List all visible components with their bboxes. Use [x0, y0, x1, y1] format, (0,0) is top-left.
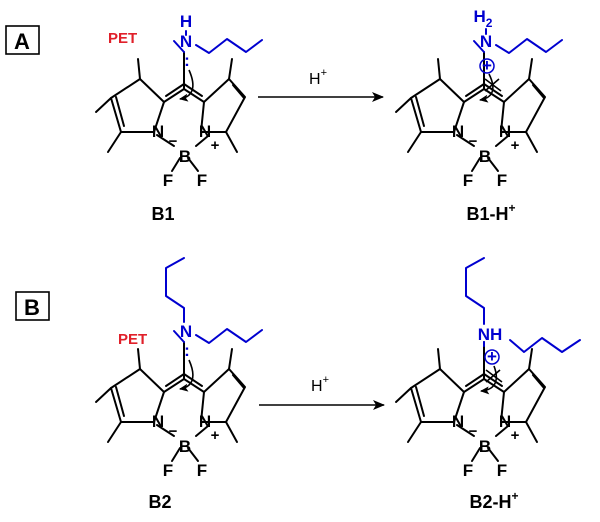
compound-label-b2: B2	[148, 492, 171, 512]
plus-charge: +	[511, 137, 520, 154]
bodipy-core	[395, 341, 546, 462]
atom-n-right: N	[499, 412, 511, 431]
atom-n-right: N	[499, 122, 511, 141]
bodipy-core	[395, 51, 546, 172]
compound-label-b2-h: B2-H+	[469, 489, 518, 512]
blocked-cross-icon	[484, 78, 502, 92]
lone-pair: :	[184, 51, 190, 70]
atom-n-right: N	[199, 122, 211, 141]
molecule-b2-h: N N B F F − + NH +	[395, 257, 581, 480]
ammonium-charge: +	[487, 347, 497, 366]
atom-fluorine-2: F	[197, 461, 207, 480]
bodipy-core	[95, 341, 246, 462]
atom-n-right: N	[199, 412, 211, 431]
compound-label-b1: B1	[151, 204, 174, 224]
atom-n-left: N	[452, 122, 464, 141]
positive-charge-circle	[484, 349, 500, 365]
molecule-b1: N N B F F − + N : H PET	[95, 12, 263, 190]
atom-fluorine-1: F	[163, 171, 173, 190]
atom-boron: B	[479, 147, 491, 166]
plus-charge: +	[211, 137, 220, 154]
molecule-b2: N N B F F − + N : PET	[95, 257, 263, 480]
atom-fluorine-2: F	[497, 461, 507, 480]
panel-a: A N N B F F − + N : H PET B1 H+	[5, 7, 563, 224]
atom-boron: B	[179, 437, 191, 456]
panel-b-label: B	[24, 295, 40, 320]
pet-arrow	[179, 69, 194, 102]
amine-h2: H2	[474, 7, 493, 30]
ammonium-nitrogen: N	[480, 32, 492, 51]
minus-charge: −	[169, 423, 178, 440]
atom-boron: B	[479, 437, 491, 456]
lone-pair: :	[184, 341, 190, 360]
positive-charge-circle	[479, 58, 495, 74]
amine-nitrogen: N	[180, 32, 192, 51]
reagent-b: H+	[311, 374, 329, 395]
atom-n-left: N	[452, 412, 464, 431]
atom-fluorine-2: F	[497, 171, 507, 190]
atom-n-left: N	[152, 412, 164, 431]
minus-charge: −	[169, 133, 178, 150]
panel-b-box	[15, 291, 50, 321]
amine-nitrogen: N	[180, 322, 192, 341]
pet-label: PET	[118, 331, 147, 348]
panel-a-box	[5, 25, 40, 55]
plus-charge: +	[511, 427, 520, 444]
ammonium-nh: NH	[478, 325, 503, 344]
reagent-a: H+	[309, 67, 327, 88]
blocked-pet-arrow	[480, 365, 498, 395]
blocked-pet-arrow	[479, 73, 494, 103]
minus-charge: −	[469, 423, 478, 440]
pet-arrow	[179, 359, 194, 392]
blocked-cross-icon	[485, 369, 503, 383]
ammonium-charge: +	[482, 56, 492, 75]
plus-charge: +	[211, 427, 220, 444]
atom-boron: B	[179, 147, 191, 166]
amine-hydrogen: H	[180, 12, 192, 31]
panel-b: B N N B F F − + N : PET B2 H+ N	[15, 257, 581, 512]
atom-fluorine-1: F	[163, 461, 173, 480]
atom-fluorine-1: F	[463, 461, 473, 480]
compound-label-b1-h: B1-H+	[466, 201, 515, 224]
bodipy-core	[95, 51, 246, 172]
panel-a-label: A	[14, 29, 30, 54]
pet-label: PET	[108, 30, 137, 47]
atom-fluorine-2: F	[197, 171, 207, 190]
minus-charge: −	[469, 133, 478, 150]
molecule-b1-h: N N B F F − + N H2 +	[395, 7, 563, 190]
atom-fluorine-1: F	[463, 171, 473, 190]
atom-n-left: N	[152, 122, 164, 141]
